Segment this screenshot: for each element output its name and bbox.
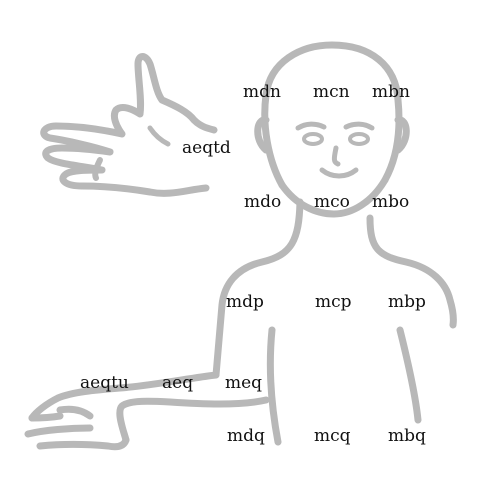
lower-hand-fingers [24, 405, 130, 451]
label-aeqtd: aeqtd [182, 138, 231, 158]
label-aeqtu: aeqtu [80, 373, 129, 393]
label-mco: mco [314, 192, 350, 212]
label-mcq: mcq [314, 426, 351, 446]
label-meq: meq [225, 373, 263, 393]
mouth [319, 167, 359, 179]
head-outline [261, 41, 403, 189]
right-eye [348, 132, 370, 146]
lower-arm-lower-edge [116, 396, 270, 444]
label-mdq: mdq [227, 426, 265, 446]
label-aeq: aeq [162, 373, 194, 393]
nose [331, 145, 341, 167]
left-neck-shoulder [212, 198, 304, 379]
label-mbo: mbo [372, 192, 410, 212]
label-mcp: mcp [315, 292, 352, 312]
label-mdo: mdo [244, 192, 282, 212]
raised-hand-outline [40, 53, 218, 197]
label-mbn: mbn [372, 82, 410, 102]
lower-arm-upper-edge [28, 371, 220, 422]
torso-left-side [266, 326, 282, 446]
left-ear [254, 116, 270, 154]
jaw-outline [278, 176, 389, 218]
left-eyebrow [295, 121, 327, 131]
label-mbq: mbq [388, 426, 426, 446]
right-ear [394, 116, 410, 154]
raised-hand-thumb-crease [147, 125, 171, 147]
right-neck-shoulder [366, 214, 457, 329]
right-eyebrow [343, 121, 375, 131]
torso-right-side [396, 326, 422, 424]
label-mbp: mbp [388, 292, 426, 312]
label-mdp: mdp [226, 292, 264, 312]
label-mdn: mdn [243, 82, 281, 102]
label-mcn: mcn [313, 82, 350, 102]
raised-hand-finger-line [92, 157, 103, 181]
left-eye [302, 132, 324, 146]
